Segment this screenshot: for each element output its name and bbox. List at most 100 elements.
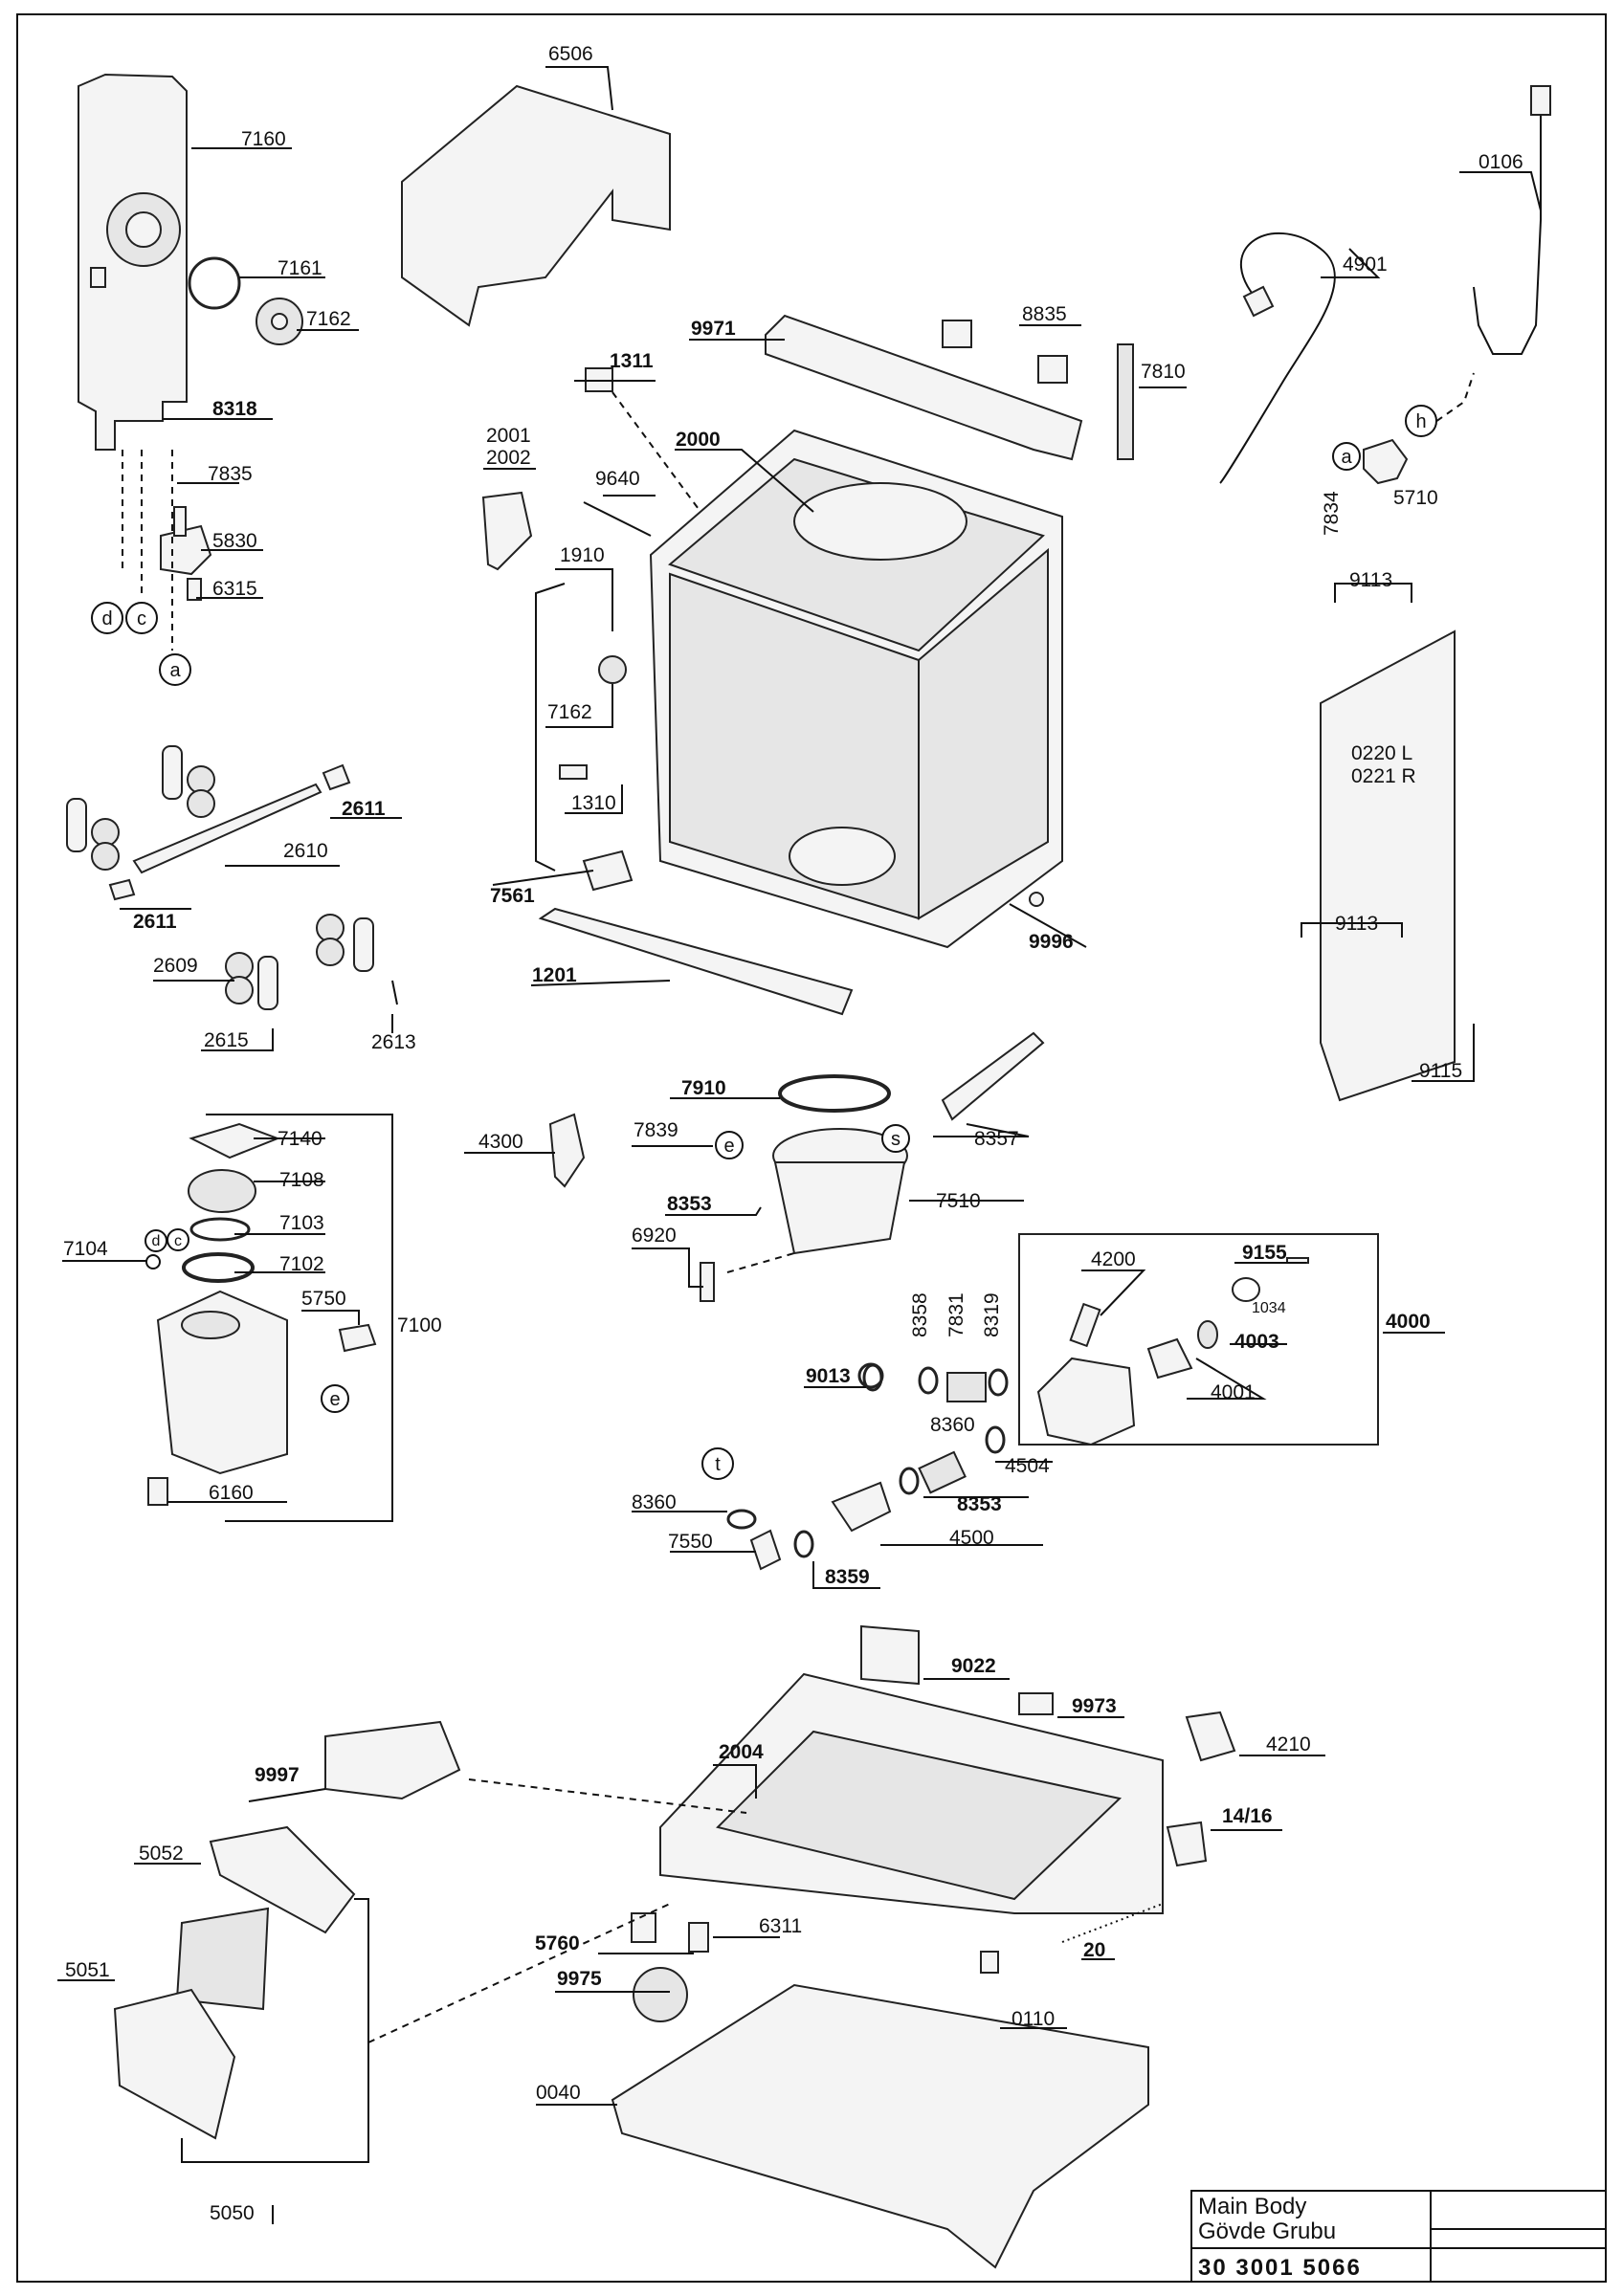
part-6920-filter — [700, 1262, 715, 1302]
part-2611-clip-b — [322, 763, 351, 791]
part-1416-valve — [1166, 1821, 1208, 1867]
label-1311: 1311 — [610, 350, 654, 372]
label-1310: 1310 — [571, 792, 616, 814]
part-9975-disc — [633, 1967, 688, 2022]
callout-a-valve: a — [1341, 447, 1352, 468]
part-7810-hose — [1117, 343, 1134, 460]
label-20: 20 — [1083, 1939, 1105, 1961]
label-5760: 5760 — [535, 1932, 580, 1954]
label-2611-a: 2611 — [342, 798, 386, 820]
label-4901: 4901 — [1343, 254, 1388, 276]
part-2613-pin — [391, 980, 398, 1005]
part-8835-clips — [942, 320, 1068, 384]
leader-dashes-base — [367, 1778, 747, 2043]
callout-d-7100: d — [152, 1233, 161, 1249]
label-7108: 7108 — [279, 1169, 324, 1191]
part-2000-tub — [649, 429, 1063, 949]
label-9971: 9971 — [691, 318, 736, 340]
part-2609-wheels — [66, 745, 374, 1010]
sheet-border — [16, 13, 1607, 2283]
part-6506-cover — [401, 84, 671, 327]
part-7160-housing — [78, 73, 188, 451]
part-labels: 6506 7160 7161 7162 8318 7835 5830 6315 … — [63, 43, 1523, 2224]
label-7160: 7160 — [241, 128, 286, 150]
label-0220: 0220 L — [1351, 742, 1412, 764]
part-4000-pump — [1036, 1257, 1309, 1446]
label-7910: 7910 — [681, 1077, 726, 1099]
label-8319: 8319 — [981, 1292, 1003, 1337]
callout-t: t — [715, 1454, 721, 1475]
callout-circles — [91, 405, 1437, 1480]
label-9640: 9640 — [595, 468, 640, 490]
label-7550: 7550 — [668, 1531, 713, 1553]
label-9113-top: 9113 — [1349, 569, 1392, 591]
label-7510: 7510 — [936, 1190, 981, 1212]
part-4300-pump — [548, 1113, 586, 1188]
callout-d: d — [101, 608, 112, 629]
label-9973: 9973 — [1072, 1695, 1117, 1717]
label-2000: 2000 — [676, 429, 721, 451]
label-4001: 4001 — [1211, 1381, 1256, 1403]
callout-s: s — [891, 1129, 900, 1150]
label-8353-a: 8353 — [667, 1193, 712, 1215]
part-8357-hose — [941, 1031, 1045, 1121]
part-0220-side-panel — [1320, 629, 1456, 1102]
part-9022-board — [860, 1624, 920, 1686]
label-5750: 5750 — [301, 1288, 346, 1310]
label-6311: 6311 — [759, 1915, 802, 1937]
label-1910: 1910 — [560, 544, 605, 566]
label-4003: 4003 — [1234, 1331, 1279, 1353]
label-8358: 8358 — [909, 1292, 931, 1337]
part-1310-latch — [559, 764, 588, 780]
part-7561-holder — [582, 850, 634, 892]
callout-a: a — [169, 660, 181, 681]
label-8835: 8835 — [1022, 303, 1067, 325]
label-5050: 5050 — [210, 2202, 255, 2224]
part-5051-housing — [113, 1988, 236, 2140]
label-7831: 7831 — [945, 1292, 967, 1337]
label-2613: 2613 — [371, 1031, 416, 1053]
callout-e-7100: e — [329, 1389, 340, 1410]
label-6920: 6920 — [632, 1225, 677, 1247]
part-9997-cover — [324, 1720, 461, 1800]
part-6311-part — [688, 1922, 709, 1953]
title-main-body: Main Body — [1198, 2194, 1306, 2219]
part-9640-rod — [583, 501, 652, 537]
label-7102: 7102 — [279, 1253, 324, 1275]
label-7140: 7140 — [278, 1128, 322, 1150]
label-1034: 1034 — [1252, 1300, 1286, 1316]
part-7162-filter-disc — [256, 298, 303, 345]
label-2609: 2609 — [153, 955, 198, 977]
label-0106: 0106 — [1478, 151, 1523, 173]
label-2004: 2004 — [719, 1741, 764, 1763]
part-5052-frame — [209, 1825, 356, 1934]
label-2611-b: 2611 — [133, 911, 177, 933]
part-7510-sump — [772, 1128, 908, 1255]
part-5830-valve — [160, 506, 212, 576]
part-7910-gasket — [778, 1074, 891, 1113]
label-6315: 6315 — [212, 578, 257, 600]
bracket-7100 — [206, 1114, 393, 1522]
callout-letters: a c d a h e s c d e t — [101, 411, 1426, 1475]
label-7839: 7839 — [634, 1119, 678, 1141]
label-7834: 7834 — [1321, 491, 1343, 536]
part-0106-plug — [1530, 85, 1551, 116]
label-7161: 7161 — [278, 257, 322, 279]
label-7810: 7810 — [1141, 361, 1186, 383]
part-5760-part — [631, 1912, 656, 1943]
part-2001-hinge — [481, 491, 533, 571]
label-9115: 9115 — [1419, 1060, 1462, 1082]
label-7104: 7104 — [63, 1238, 108, 1260]
part-0110-float — [980, 1951, 999, 1974]
part-2004-base — [659, 1672, 1164, 1914]
part-9996-screw — [1029, 892, 1044, 907]
callout-c: c — [137, 608, 146, 629]
label-8360-b: 8360 — [632, 1491, 677, 1513]
label-6506: 6506 — [548, 43, 593, 65]
leader-lines — [57, 66, 1542, 2224]
part-4210-switch — [1185, 1711, 1236, 1762]
label-8359: 8359 — [825, 1566, 870, 1588]
part-0106-cable — [1473, 96, 1542, 355]
label-9022: 9022 — [951, 1655, 996, 1677]
label-8357: 8357 — [974, 1128, 1019, 1150]
